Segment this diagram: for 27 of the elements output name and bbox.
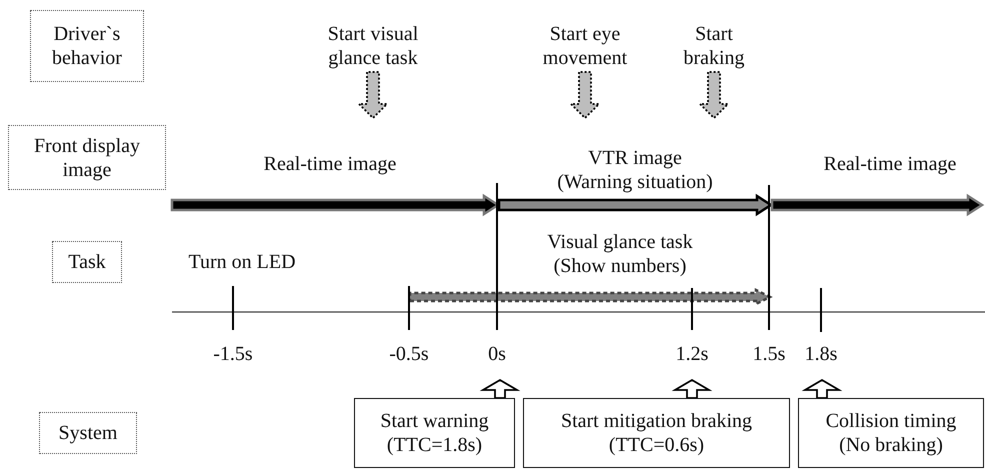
tick-label: -1.5s: [212, 342, 254, 366]
event-text: Start visual glance task: [308, 20, 438, 72]
period-label: Real-time image: [262, 152, 398, 176]
event-text: Start braking: [672, 20, 756, 72]
tick-label: 0s: [487, 342, 507, 366]
period-label: Real-time image: [822, 152, 958, 176]
dotted-block-arrow: [356, 71, 390, 120]
tick-label: -0.5s: [388, 342, 430, 366]
period-label: Visual glance task (Show numbers): [546, 230, 694, 278]
dotted-block-arrow: [568, 71, 602, 120]
hollow-block-arrow: [802, 378, 842, 399]
task-text: Turn on LED: [187, 250, 297, 274]
row-header: Task: [52, 241, 122, 283]
event-box: Collision timing (No braking): [798, 398, 984, 468]
row-header: System: [39, 412, 137, 454]
tick-label: 1.2s: [674, 342, 710, 366]
event-box: Start warning (TTC=1.8s): [354, 398, 515, 468]
period-label: VTR image (Warning situation): [556, 146, 714, 194]
event-text: Start eye movement: [525, 20, 645, 72]
tick-label: 1.5s: [752, 342, 786, 366]
tick-label: 1.8s: [804, 342, 838, 366]
hollow-block-arrow: [672, 378, 712, 399]
hollow-block-arrow: [480, 378, 520, 399]
dotted-block-arrow: [698, 71, 730, 120]
row-header: Driver`s behavior: [30, 10, 144, 82]
event-box: Start mitigation braking (TTC=0.6s): [523, 398, 790, 468]
row-header: Front display image: [8, 125, 166, 190]
